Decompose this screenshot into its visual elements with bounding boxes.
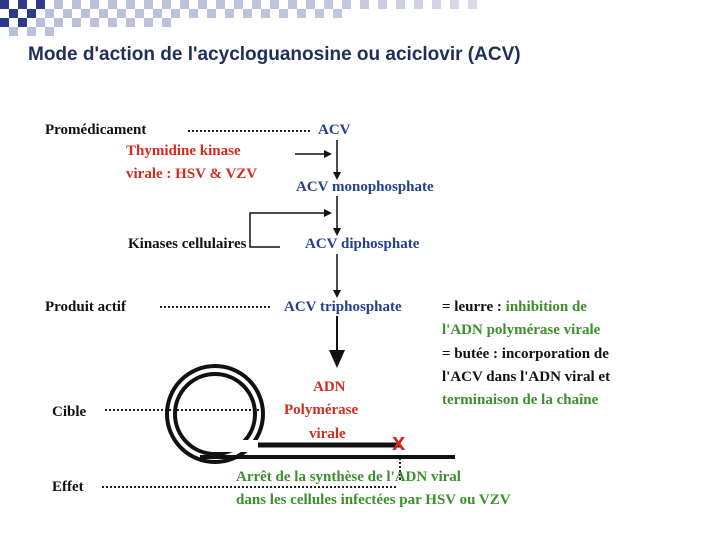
label-effet: Effet — [52, 479, 84, 495]
mechanism-butee-prefix: = butée : — [442, 346, 502, 362]
step-acv-monophosphate: ACV monophosphate — [296, 179, 434, 195]
target-adn: ADN — [313, 379, 346, 395]
mechanism-butee-text1: incorporation de — [502, 346, 609, 362]
step-acv: ACV — [318, 122, 351, 138]
label-produit-actif: Produit actif — [45, 299, 127, 315]
target-virale: virale — [309, 426, 346, 442]
step-acv-diphosphate: ACV diphosphate — [305, 236, 420, 252]
label-promedicament: Promédicament — [45, 122, 146, 138]
effect-line1: Arrêt de la synthèse de l'ADN viral — [236, 469, 461, 485]
mechanism-leurre-prefix: = leurre : — [442, 299, 506, 315]
arrow-tri-to-polymerase-head — [329, 350, 345, 368]
mechanism-leurre-line1: = leurre : inhibition de — [442, 299, 587, 315]
enzyme-virale-hsv-vzv: virale : HSV & VZV — [126, 166, 257, 182]
mechanism-butee-text2: l'ACV dans l'ADN viral et — [442, 369, 610, 385]
mechanism-butee-line1: = butée : incorporation de — [442, 346, 609, 362]
label-kinases-cellulaires: Kinases cellulaires — [128, 236, 247, 252]
mechanism-leurre-text2: l'ADN polymérase virale — [442, 322, 601, 338]
step-acv-triphosphate: ACV triphosphate — [284, 299, 402, 315]
label-cible: Cible — [52, 404, 87, 420]
dna-circle-gap — [212, 440, 258, 452]
mechanism-butee-text3: terminaison de la chaîne — [442, 392, 599, 408]
effect-line2: dans les cellules infectées par HSV ou V… — [236, 492, 511, 508]
enzyme-thymidine-kinase: Thymidine kinase — [126, 143, 241, 159]
chain-termination-mark: x — [392, 429, 406, 456]
target-polymerase: Polymérase — [284, 402, 358, 418]
mechanism-leurre-text1: inhibition de — [506, 299, 588, 315]
